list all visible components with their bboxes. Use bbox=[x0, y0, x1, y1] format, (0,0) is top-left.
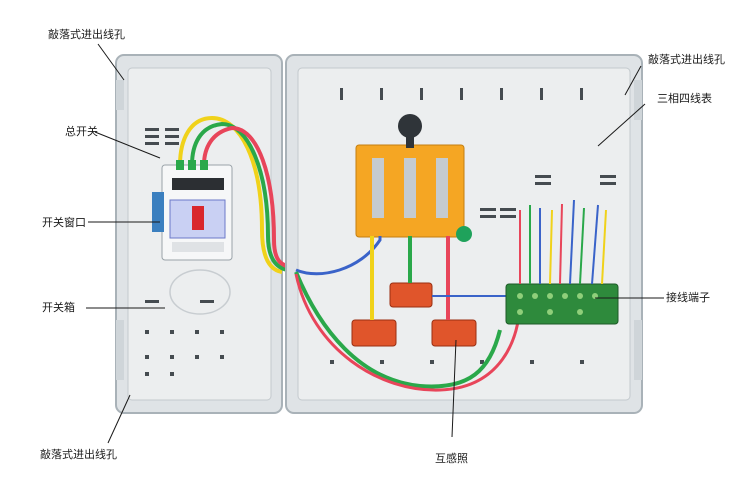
current-transformers bbox=[351, 282, 477, 347]
label-switch-box: 开关箱 bbox=[42, 301, 75, 314]
right-vent-slots bbox=[330, 88, 616, 364]
main-breaker bbox=[152, 164, 233, 261]
label-knockout-top-left: 敲落式进出线孔 bbox=[48, 28, 125, 41]
label-three-phase-meter: 三相四线表 bbox=[657, 92, 712, 105]
label-transformer: 互感照 bbox=[435, 452, 468, 465]
terminal-board bbox=[505, 199, 619, 325]
label-knockout-bottom-left: 敲落式进出线孔 bbox=[40, 448, 117, 461]
label-switch-window: 开关窗口 bbox=[42, 216, 86, 229]
meter-box-door bbox=[285, 54, 643, 414]
knife-switch bbox=[355, 114, 472, 242]
left-vent-slots bbox=[145, 128, 224, 376]
switch-box-door bbox=[115, 54, 295, 414]
label-terminal-block: 接线端子 bbox=[666, 291, 710, 304]
label-knockout-top-right: 敲落式进出线孔 bbox=[648, 53, 725, 66]
label-main-switch: 总开关 bbox=[65, 125, 98, 138]
leader-lines bbox=[86, 43, 664, 444]
